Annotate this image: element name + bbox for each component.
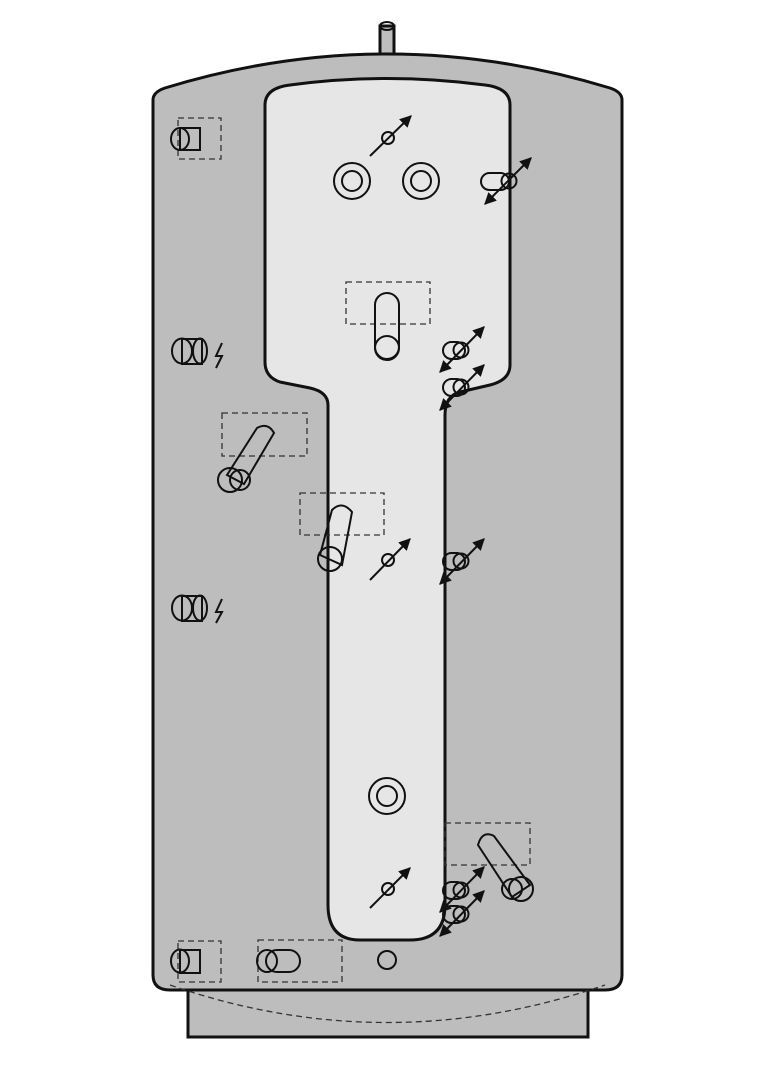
middle-ring-port <box>368 777 406 815</box>
connection-bottom-horizontal <box>256 939 343 983</box>
sensor-port-bottom <box>369 867 411 909</box>
coil-bottom-right <box>444 822 534 902</box>
connection-right-middle <box>439 538 485 585</box>
connection-left-element-2 <box>171 594 208 622</box>
top-ring-port-left <box>333 162 371 200</box>
connection-right-pair-upper <box>439 326 485 411</box>
connection-left-element-1 <box>171 337 208 365</box>
connection-right-top <box>480 157 532 205</box>
coil-top <box>345 281 431 361</box>
sensor-port-top <box>369 115 412 157</box>
top-ring-port-right <box>402 162 440 200</box>
connection-right-pair-lower <box>439 866 485 937</box>
drain-port <box>377 950 397 970</box>
electric-element-icon-2 <box>214 598 224 624</box>
tank-bottom-dome-line <box>169 984 606 1024</box>
connection-left-top <box>170 117 222 160</box>
sensor-port-middle <box>369 538 411 581</box>
tank-base <box>186 983 590 1039</box>
electric-element-icon-1 <box>214 342 224 369</box>
coil-left <box>217 412 308 493</box>
connection-left-bottom <box>170 940 222 983</box>
coil-middle <box>299 492 385 572</box>
